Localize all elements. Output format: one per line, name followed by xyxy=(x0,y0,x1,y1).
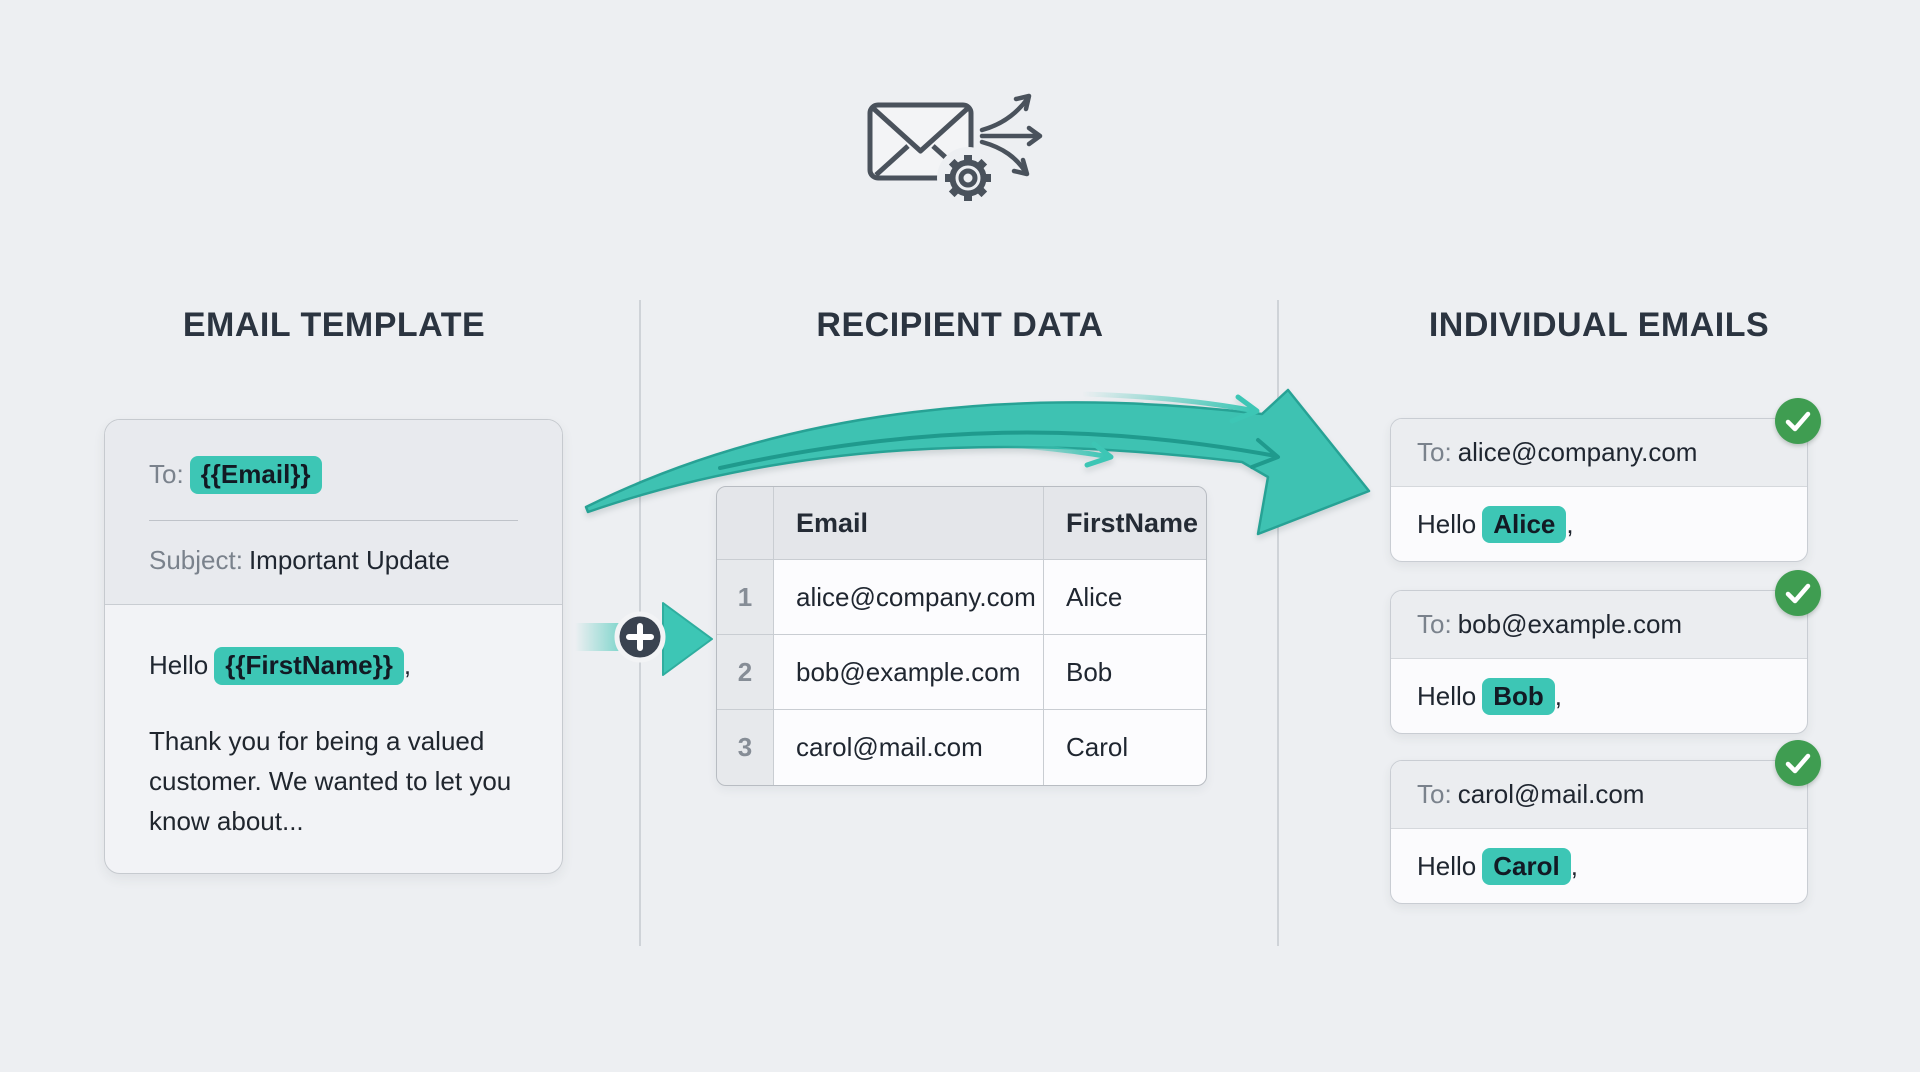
column-divider-right xyxy=(1277,300,1279,946)
check-icon xyxy=(1785,753,1811,774)
sent-check-badge xyxy=(1775,398,1821,444)
to-label: To: xyxy=(149,459,184,489)
template-header: To:{{Email}} Subject:Important Update xyxy=(105,420,562,605)
merged-name-chip: Carol xyxy=(1482,847,1571,886)
greeting-prefix: Hello xyxy=(1417,851,1477,881)
check-icon xyxy=(1785,583,1811,604)
to-address: bob@example.com xyxy=(1457,609,1683,639)
check-icon xyxy=(1785,411,1811,432)
firstname-variable-chip: {{FirstName}} xyxy=(214,646,404,685)
arrowhead-right xyxy=(662,602,713,676)
email-to-row: To:carol@mail.com xyxy=(1391,761,1807,829)
greeting-suffix: , xyxy=(1566,509,1574,539)
row-number: 3 xyxy=(717,710,773,785)
recipient-table: Email FirstName 1 alice@company.com Alic… xyxy=(716,486,1207,786)
template-to-row: To:{{Email}} xyxy=(149,456,518,494)
accent-arrow-upper xyxy=(1079,391,1253,413)
cell-email: bob@example.com xyxy=(774,635,1043,709)
greeting-suffix: , xyxy=(1554,681,1563,711)
table-corner-cell xyxy=(717,487,773,559)
template-body: Hello{{FirstName}}, Thank you for being … xyxy=(105,605,562,841)
cell-firstname: Alice xyxy=(1044,560,1206,634)
to-label: To: xyxy=(1417,609,1452,639)
cell-email: carol@mail.com xyxy=(774,710,1043,785)
merged-name-chip: Bob xyxy=(1482,677,1555,716)
greeting-prefix: Hello xyxy=(149,649,209,680)
greeting-suffix: , xyxy=(1570,851,1578,881)
section-title-email-template: EMAIL TEMPLATE xyxy=(182,306,486,344)
section-title-recipient-data: RECIPIENT DATA xyxy=(816,306,1104,344)
accent-arrow-lower xyxy=(989,441,1107,459)
email-variable-chip: {{Email}} xyxy=(189,456,322,494)
table-header-firstname: FirstName xyxy=(1044,487,1206,559)
fanout-arrows-icon xyxy=(979,93,1043,177)
header-divider-line xyxy=(149,519,518,521)
row-number: 2 xyxy=(717,635,773,709)
envelope-gear-fanout-icon xyxy=(867,93,1043,209)
cell-email: alice@company.com xyxy=(774,560,1043,634)
swoosh-arrow-body xyxy=(584,388,1371,536)
template-body-text: Thank you for being a valued customer. W… xyxy=(149,725,512,836)
cell-firstname: Bob xyxy=(1044,635,1206,709)
to-label: To: xyxy=(1417,437,1452,467)
row-number: 1 xyxy=(717,560,773,634)
table-header-email: Email xyxy=(774,487,1043,559)
merged-name-chip: Alice xyxy=(1482,505,1567,544)
cell-firstname: Carol xyxy=(1044,710,1206,785)
template-greeting: Hello{{FirstName}}, xyxy=(149,646,518,685)
to-address: alice@company.com xyxy=(1457,437,1698,467)
inner-arrow-line xyxy=(718,430,1278,470)
to-label: To: xyxy=(1417,779,1452,809)
section-title-individual-emails: INDIVIDUAL EMAILS xyxy=(1428,306,1770,344)
greeting-suffix: , xyxy=(403,649,412,680)
merge-flow-arrow xyxy=(584,388,1371,536)
greeting-prefix: Hello xyxy=(1417,681,1477,711)
gear-icon xyxy=(945,155,991,201)
sent-check-badge xyxy=(1775,570,1821,616)
to-address: carol@mail.com xyxy=(1457,779,1645,809)
subject-value: Important Update xyxy=(248,544,450,575)
email-to-row: To:bob@example.com xyxy=(1391,591,1807,659)
greeting-prefix: Hello xyxy=(1417,509,1477,539)
email-template-card: To:{{Email}} Subject:Important Update He… xyxy=(104,419,563,874)
merge-connector xyxy=(575,602,713,676)
template-subject-row: Subject:Important Update xyxy=(149,545,518,576)
subject-label: Subject: xyxy=(149,544,243,575)
email-to-row: To:alice@company.com xyxy=(1391,419,1807,487)
sent-check-badge xyxy=(1775,740,1821,786)
